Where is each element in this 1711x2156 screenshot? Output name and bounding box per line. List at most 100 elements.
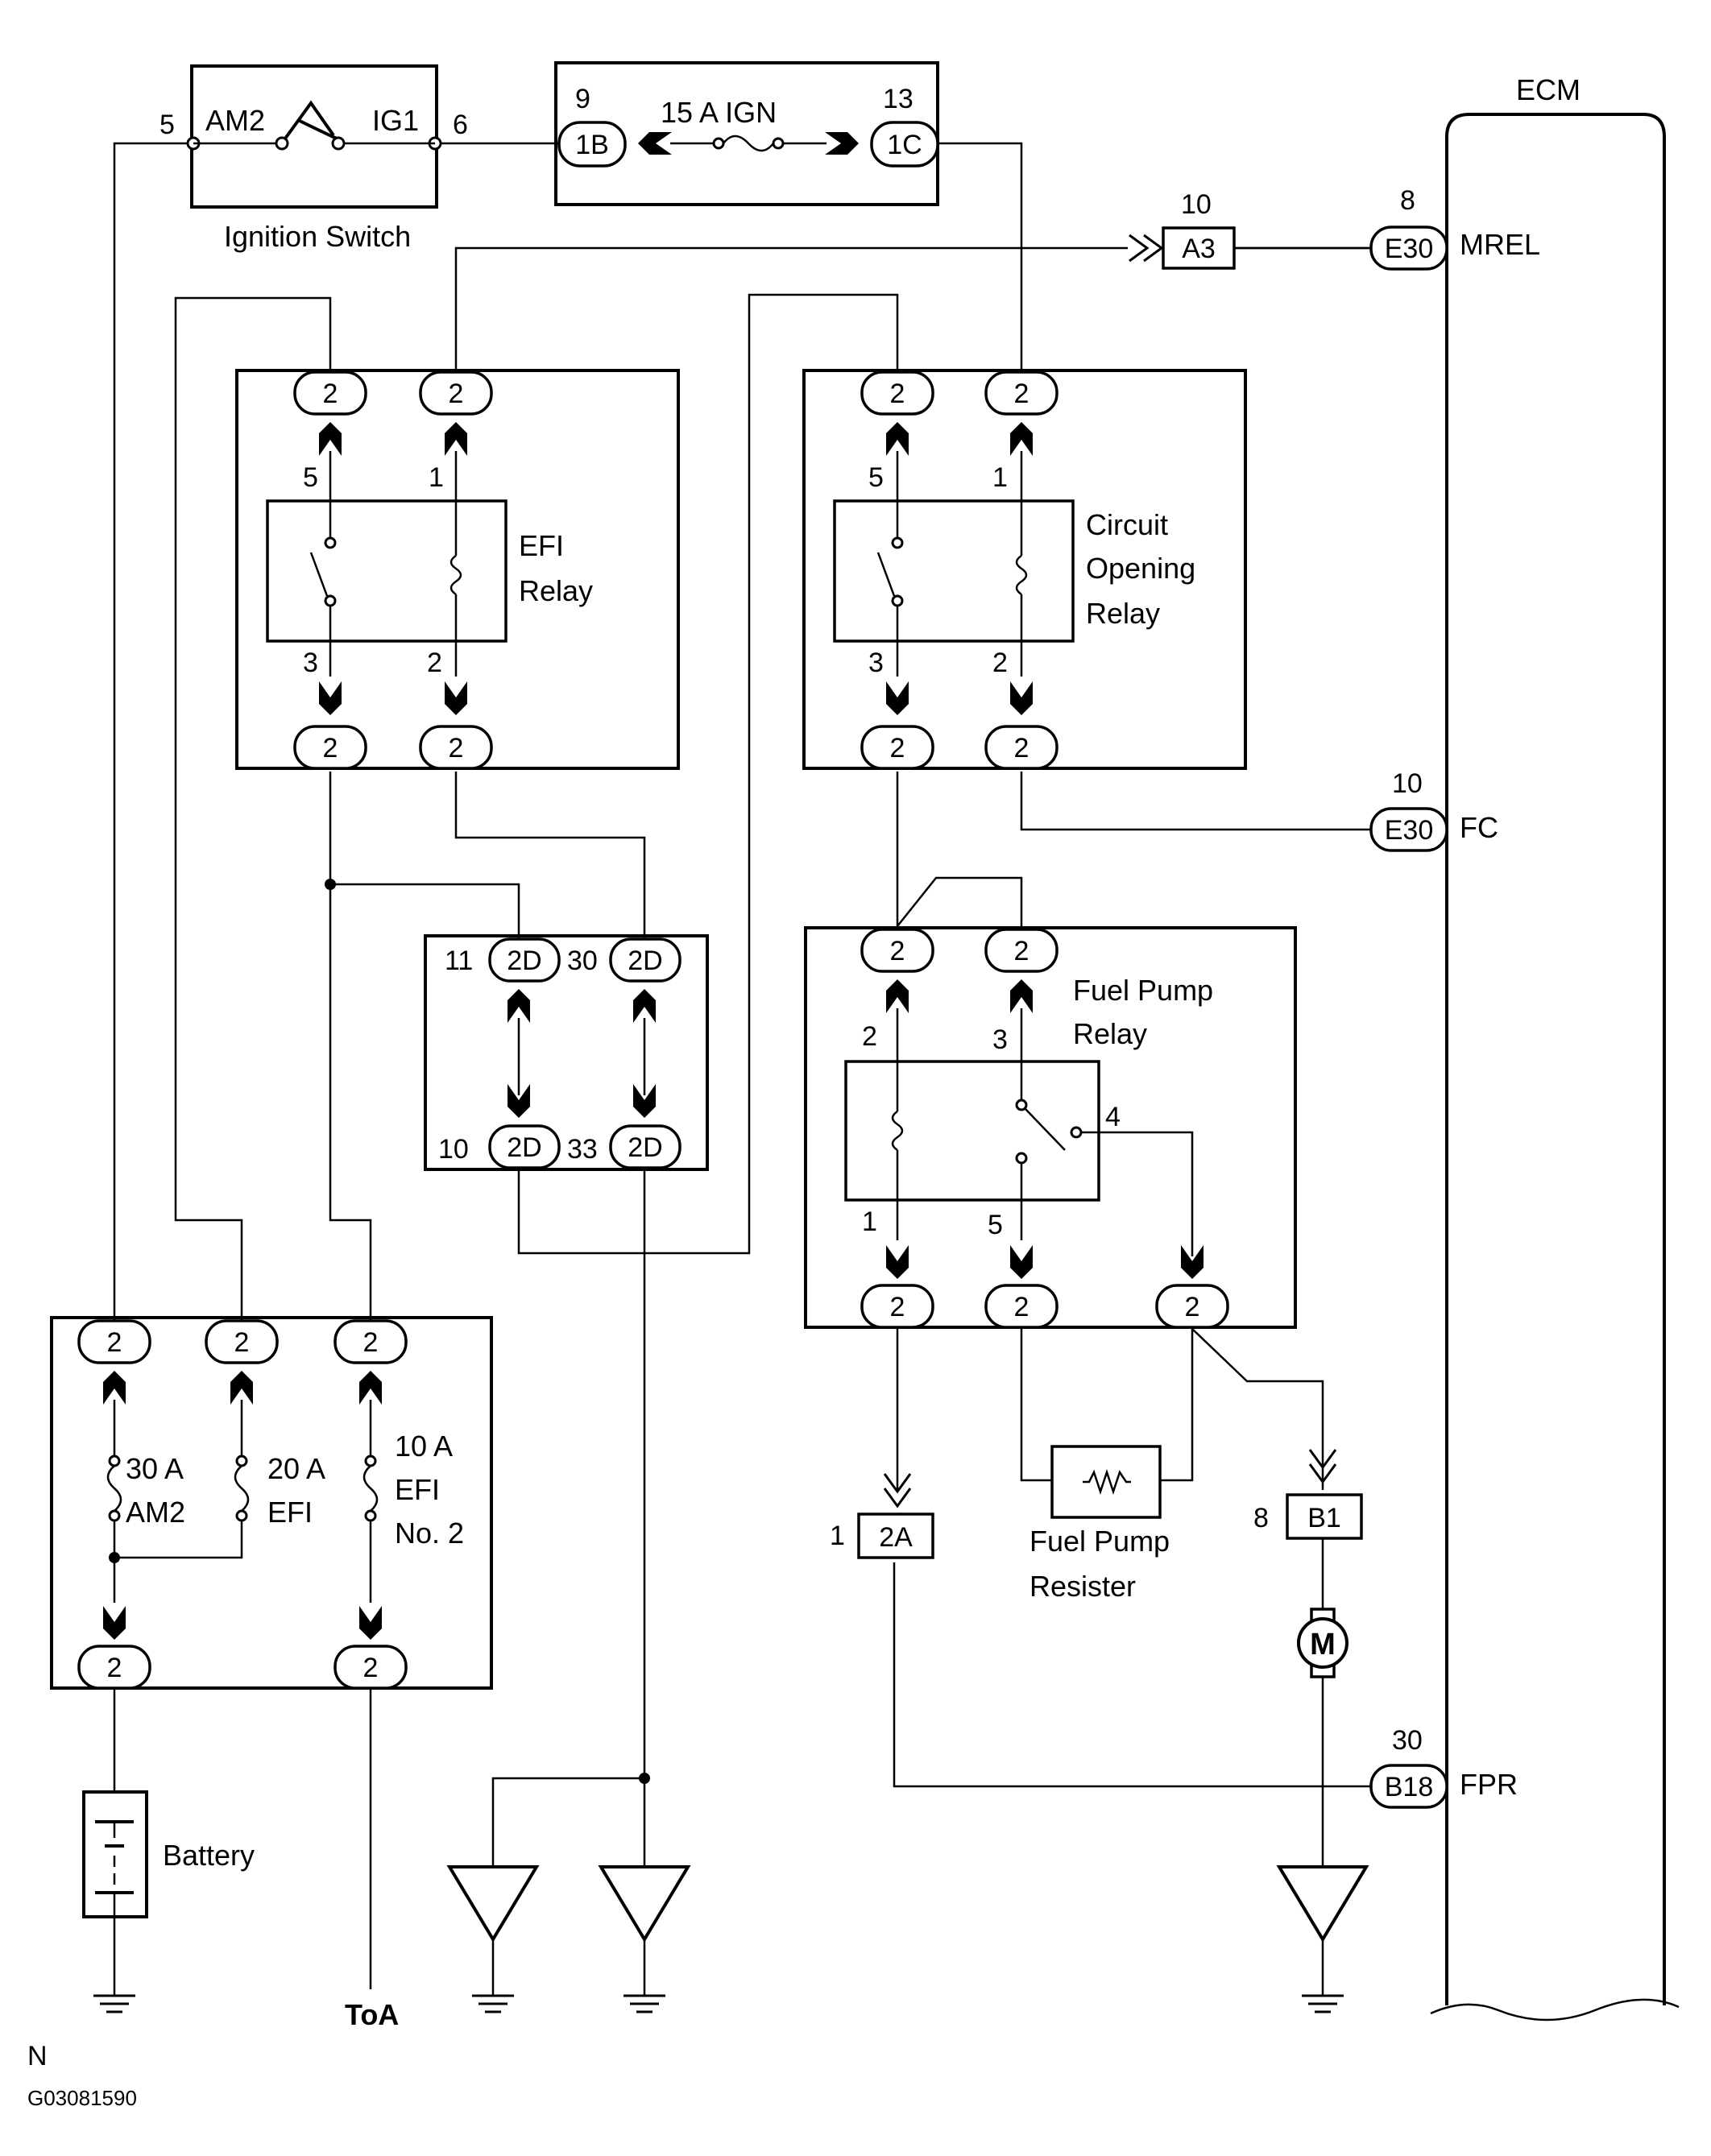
junction-2d-top-2: 2D	[628, 946, 662, 976]
junction-2d-top-1: 2D	[507, 946, 541, 976]
fpr-bottom-connector-3: 2	[1185, 1292, 1200, 1322]
ecm-mrel-connector: E30	[1385, 234, 1434, 264]
fuel-pump-resister: Fuel Pump Resister	[1030, 1445, 1170, 1603]
fuse-15a-ign-label: 15 A IGN	[661, 96, 777, 129]
fuse-30a-amp: 30 A	[126, 1452, 184, 1485]
junction-2d: 2D 2D 11 30 2D 2D 10 33	[424, 934, 709, 1171]
connector-1b: 1B	[575, 130, 609, 160]
fuse-10a-name-1: EFI	[395, 1473, 440, 1506]
fpr-pin-4: 4	[1105, 1102, 1121, 1132]
efi-relay-pin-3: 3	[303, 648, 318, 678]
ignition-switch-label: Ignition Switch	[224, 220, 411, 253]
cor-bottom-connector-1: 2	[890, 733, 905, 763]
ign-fuse-block: 1B 1C 9 13 15 A IGN	[554, 61, 939, 206]
wires	[113, 142, 1371, 1996]
resister-label-1: Fuel Pump	[1030, 1525, 1170, 1558]
cor-label-1: Circuit	[1086, 508, 1168, 541]
cor-label-2: Opening	[1086, 552, 1195, 585]
fpr-top-connector-1: 2	[890, 936, 905, 966]
battery: Battery	[82, 1790, 255, 1918]
connector-b1-pin: 8	[1253, 1503, 1269, 1533]
ecm-fc-pin: 10	[1392, 768, 1423, 799]
connector-1c: 1C	[887, 130, 922, 160]
ecm-fpr-pin: 30	[1392, 1725, 1423, 1756]
connector-2a-label: 2A	[879, 1522, 913, 1553]
fpr-top-connector-2: 2	[1014, 936, 1030, 966]
connector-a3-label: A3	[1182, 234, 1216, 264]
to-a-label: ToA	[345, 1998, 399, 2031]
connector-2a-pin: 1	[830, 1521, 845, 1551]
ecm-fc-name: FC	[1460, 811, 1498, 844]
cor-pin-3: 3	[868, 648, 884, 678]
fuse-box: 2 2 2 2 2 30 A AM2 20 A EFI 10 A EFI No.…	[50, 1316, 493, 1690]
junction-pin-30: 30	[567, 946, 598, 976]
junction-pin-33: 33	[567, 1134, 598, 1165]
pin-13: 13	[883, 84, 914, 114]
efi-relay-label-1: EFI	[519, 529, 564, 562]
fpr-pin-3: 3	[992, 1024, 1008, 1055]
a3-pin: 10	[1181, 189, 1212, 220]
efi-relay-bottom-connector-1: 2	[323, 733, 338, 763]
fpr-pin-1: 1	[862, 1206, 877, 1237]
cor-top-connector-1: 2	[890, 379, 905, 409]
fuel-pump-motor: M	[1297, 1608, 1348, 1678]
fuse-10a-name-2: No. 2	[395, 1517, 464, 1550]
ignition-pin-5: 5	[160, 110, 175, 140]
junction-pin-10: 10	[438, 1134, 469, 1165]
fpr-bottom-connector-1: 2	[890, 1292, 905, 1322]
efi-relay-pin-2: 2	[427, 648, 442, 678]
efi-relay-top-connector-2: 2	[449, 379, 464, 409]
resister-label-2: Resister	[1030, 1570, 1136, 1603]
fusebox-top-connector-1: 2	[107, 1327, 122, 1358]
cor-label-3: Relay	[1086, 597, 1160, 630]
fusebox-bottom-connector-2: 2	[363, 1653, 379, 1683]
fpr-label-1: Fuel Pump	[1073, 974, 1213, 1007]
ignition-pin-6: 6	[453, 110, 468, 140]
fpr-pin-5: 5	[988, 1210, 1003, 1240]
junction-2d-bottom-2: 2D	[628, 1132, 662, 1163]
figure-id: G03081590	[27, 2086, 137, 2110]
efi-relay-top-connector-1: 2	[323, 379, 338, 409]
connector-b1-label: B1	[1307, 1503, 1341, 1533]
fusebox-bottom-connector-1: 2	[107, 1653, 122, 1683]
circuit-opening-relay: 2 2 5 1 3 2 2 2 Circuit Opening Relay	[802, 369, 1247, 770]
efi-relay-pin-5: 5	[303, 462, 318, 493]
efi-relay-pin-1: 1	[429, 462, 444, 493]
cor-pin-5: 5	[868, 462, 884, 493]
fpr-pin-2: 2	[862, 1021, 877, 1052]
ecm: ECM E30 8 MREL E30 10 FC B18 30 FPR	[1369, 73, 1680, 2022]
fuel-pump-relay: 2 2 2 3 4 1 5 2 2 2 Fuel Pump Relay	[804, 926, 1297, 1329]
connector-2a: 2A 1	[830, 1472, 934, 1559]
fuse-20a-name: EFI	[267, 1496, 313, 1529]
ecm-label: ECM	[1516, 73, 1580, 106]
connector-b1: B1 8	[1253, 1448, 1363, 1540]
fusebox-top-connector-3: 2	[363, 1327, 379, 1358]
motor-symbol: M	[1310, 1628, 1336, 1661]
cor-pin-1: 1	[992, 462, 1008, 493]
efi-relay-label-2: Relay	[519, 574, 593, 607]
cor-top-connector-2: 2	[1014, 379, 1030, 409]
fuse-20a-amp: 20 A	[267, 1452, 325, 1485]
ignition-ig1-label: IG1	[372, 104, 419, 137]
ignition-am2-label: AM2	[205, 104, 265, 137]
pin-9: 9	[575, 84, 590, 114]
fusebox-top-connector-2: 2	[234, 1327, 250, 1358]
footer-n: N	[27, 2041, 48, 2071]
junction-pin-11: 11	[445, 946, 473, 976]
junction-2d-bottom-1: 2D	[507, 1132, 541, 1163]
ecm-mrel-pin: 8	[1400, 185, 1415, 216]
ecm-fpr-name: FPR	[1460, 1768, 1518, 1801]
cor-bottom-connector-2: 2	[1014, 733, 1030, 763]
ignition-switch: AM2 IG1 5 6 Ignition Switch	[160, 64, 468, 253]
cor-pin-2: 2	[992, 648, 1008, 678]
connector-a3: A3 10	[1128, 189, 1236, 270]
junction-dots	[109, 879, 650, 1784]
battery-label: Battery	[163, 1839, 255, 1872]
ground-symbols	[92, 1865, 1368, 2013]
fuse-10a-amp: 10 A	[395, 1430, 453, 1463]
ecm-fpr-connector: B18	[1385, 1772, 1434, 1802]
fpr-label-2: Relay	[1073, 1017, 1147, 1050]
ecm-fc-connector: E30	[1385, 815, 1434, 846]
fuse-30a-name: AM2	[126, 1496, 185, 1529]
